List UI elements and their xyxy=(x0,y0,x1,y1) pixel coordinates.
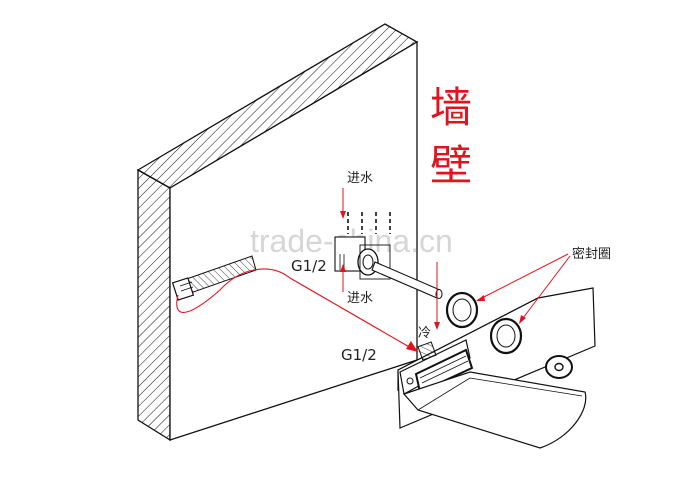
wall-valve xyxy=(334,236,443,299)
wall-label-char-2: 壁 xyxy=(430,141,472,190)
washer xyxy=(545,355,573,379)
wall-label-char-1: 墙 xyxy=(430,83,472,132)
thread-lower-label: G1/2 xyxy=(341,346,377,364)
seal-pointer-2 xyxy=(519,255,571,323)
cold-label: 冷 xyxy=(418,326,431,341)
inlet-bottom-label: 进水 xyxy=(347,291,373,306)
water-route-line xyxy=(176,268,419,353)
wall xyxy=(136,23,419,442)
pipe-dashes xyxy=(347,212,391,234)
seal-ring-left xyxy=(445,291,479,329)
seal-pointer-1 xyxy=(477,253,569,301)
seal-ring-label: 密封圈 xyxy=(572,246,611,262)
flexible-hose xyxy=(171,255,257,301)
wall-side-face xyxy=(137,168,171,442)
inlet-top-label: 进水 xyxy=(347,171,373,186)
thread-upper-label: G1/2 xyxy=(291,257,327,275)
faucet-spout xyxy=(399,339,587,449)
seal-ring-plate xyxy=(489,317,523,355)
